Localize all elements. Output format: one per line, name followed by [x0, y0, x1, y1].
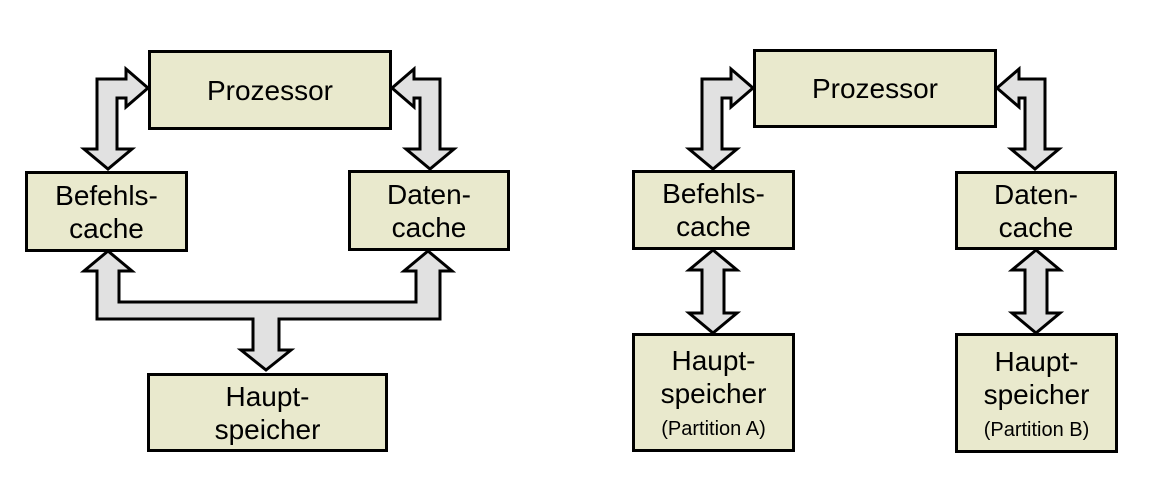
hauptspeicher-partition-a-box: Haupt- speicher (Partition A) [632, 333, 795, 452]
hauptspeicher-line1: Haupt- [225, 380, 310, 412]
hauptspeicher-b-line1: Haupt- [994, 345, 1079, 377]
daten-cache-line2: cache [998, 211, 1074, 243]
hauptspeicher-b-line2: speicher [983, 378, 1090, 410]
daten-cache-box-right: Daten- cache [955, 171, 1117, 250]
arrow-prozessor-befehlscache-right [684, 65, 756, 171]
befehls-cache-line2: cache [676, 211, 751, 242]
prozessor-label: Prozessor [206, 74, 334, 106]
hauptspeicher-partition-b-box: Haupt- speicher (Partition B) [955, 333, 1118, 453]
befehls-cache-line2: cache [69, 212, 144, 244]
arrow-caches-hauptspeicher-fork [79, 249, 457, 372]
arrow-prozessor-datencache-left [389, 65, 459, 171]
daten-cache-line2: cache [391, 211, 467, 243]
prozessor-box-right: Prozessor [753, 49, 997, 128]
arrow-datencache-partition-b [1007, 248, 1065, 335]
hauptspeicher-line2: speicher [214, 413, 321, 445]
partition-a-label: (Partition A) [661, 418, 766, 440]
befehls-cache-box-right: Befehls- cache [632, 170, 795, 250]
arrow-prozessor-befehlscache-left [79, 65, 151, 171]
prozessor-label: Prozessor [811, 73, 939, 104]
hauptspeicher-a-line2: speicher [660, 378, 767, 409]
arrow-befehlscache-partition-a [684, 248, 742, 335]
daten-cache-line1: Daten- [386, 178, 472, 210]
arrow-prozessor-datencache-right [994, 65, 1064, 171]
daten-cache-box-left: Daten- cache [348, 170, 510, 251]
daten-cache-line1: Daten- [993, 178, 1079, 210]
hauptspeicher-box-left: Haupt- speicher [147, 373, 388, 452]
befehls-cache-line1: Befehls- [662, 178, 765, 209]
hauptspeicher-a-line1: Haupt- [671, 345, 756, 376]
prozessor-box-left: Prozessor [148, 50, 392, 130]
befehls-cache-line1: Befehls- [55, 179, 158, 211]
partition-b-label: (Partition B) [983, 418, 1090, 441]
befehls-cache-box-left: Befehls- cache [25, 171, 188, 252]
